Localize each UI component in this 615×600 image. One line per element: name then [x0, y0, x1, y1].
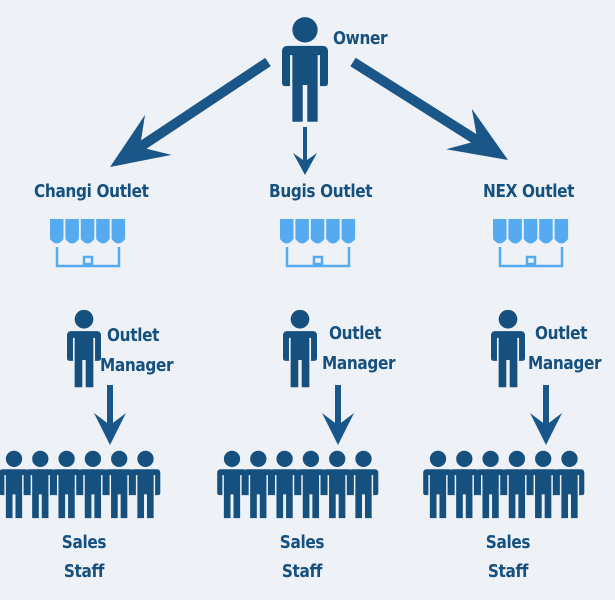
- staff-icon-changi-6: [130, 450, 161, 519]
- staff-icon-changi-4: [78, 450, 108, 519]
- staff-label-nex-line1: Sales: [485, 532, 531, 553]
- staff-icon-bugis-5: [322, 450, 352, 519]
- staff-icon-nex-1: [423, 450, 453, 519]
- staff-icon-changi-5: [104, 450, 134, 519]
- staff-icon-bugis-3: [269, 450, 300, 519]
- staff-icon-nex-2: [449, 450, 480, 519]
- owner-icon: [282, 17, 328, 122]
- staff-icon-nex-4: [502, 450, 532, 519]
- arrow-manager-to-staff-nex: [530, 385, 562, 445]
- manager-label-bugis-line2: Manager: [322, 353, 396, 374]
- manager-icon-changi: [67, 309, 101, 388]
- outlet-name-changi: Changi Outlet: [34, 181, 149, 202]
- store-icon-changi: [50, 219, 126, 268]
- arrow-manager-to-staff-bugis: [322, 385, 354, 445]
- staff-label-changi-line1: Sales: [61, 532, 107, 553]
- staff-icon-changi-2: [25, 450, 56, 519]
- staff-icon-nex-5: [528, 450, 558, 519]
- store-icon-nex: [493, 219, 569, 268]
- staff-label-nex-line2: Staff: [487, 561, 529, 582]
- outlet-name-nex: NEX Outlet: [483, 181, 575, 202]
- staff-icon-changi-1: [0, 450, 29, 519]
- arrow-owner-to-changi: [110, 57, 271, 167]
- owner-label: Owner: [333, 28, 388, 49]
- staff-icon-bugis-2: [243, 450, 274, 519]
- manager-icon-nex: [491, 309, 525, 388]
- staff-icon-bugis-6: [348, 450, 379, 519]
- store-icon-bugis: [280, 219, 356, 268]
- manager-label-nex-line1: Outlet: [535, 323, 588, 344]
- outlet-name-bugis: Bugis Outlet: [269, 181, 373, 202]
- staff-icon-nex-6: [554, 450, 585, 519]
- manager-icon-bugis: [283, 309, 317, 388]
- staff-label-bugis-line1: Sales: [279, 532, 325, 553]
- staff-icon-bugis-1: [217, 450, 247, 519]
- staff-icon-changi-3: [51, 450, 82, 519]
- staff-icon-bugis-4: [296, 450, 326, 519]
- staff-label-changi-line2: Staff: [63, 561, 105, 582]
- arrow-owner-to-bugis: [293, 127, 317, 175]
- manager-label-changi-line1: Outlet: [107, 325, 160, 346]
- arrow-manager-to-staff-changi: [94, 385, 126, 445]
- arrow-owner-to-nex: [350, 57, 508, 160]
- staff-label-bugis-line2: Staff: [281, 561, 323, 582]
- manager-label-changi-line2: Manager: [100, 355, 174, 376]
- manager-label-bugis-line1: Outlet: [329, 323, 382, 344]
- staff-icon-nex-3: [475, 450, 506, 519]
- manager-label-nex-line2: Manager: [528, 353, 602, 374]
